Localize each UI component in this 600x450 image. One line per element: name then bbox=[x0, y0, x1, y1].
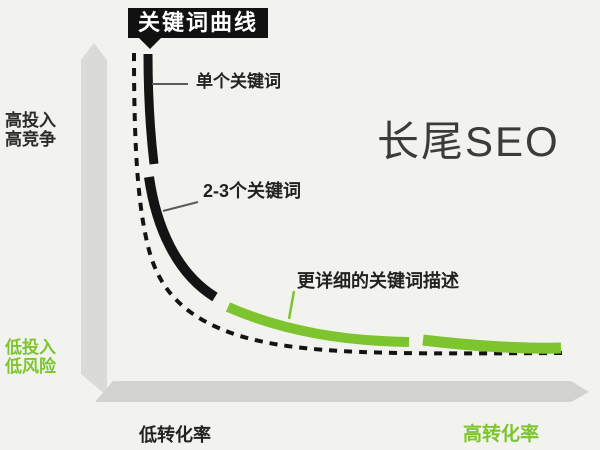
x-axis-label-high-conversion: 高转化率 bbox=[463, 424, 540, 445]
callout-two-three-keywords: 2-3个关键词 bbox=[203, 181, 302, 201]
callout-single-keyword: 单个关键词 bbox=[196, 72, 281, 91]
title-pointer-icon bbox=[138, 37, 162, 49]
leader-line-detailed bbox=[287, 290, 296, 320]
chart-title: 关键词曲线 bbox=[137, 10, 258, 35]
headline-long-tail-seo: 长尾SEO bbox=[377, 118, 560, 165]
y-axis-label-top-line2: 高竞争 bbox=[5, 130, 56, 149]
curve-segment-detailed-1 bbox=[225, 302, 410, 347]
x-axis-label-low-conversion: 低转化率 bbox=[139, 425, 211, 445]
y-axis-label-bottom-line2: 低风险 bbox=[5, 357, 56, 376]
callout-detailed-description: 更详细的关键词描述 bbox=[297, 271, 459, 291]
curve-segment-single-keyword bbox=[143, 53, 159, 165]
y-axis-label-top-line1: 高投入 bbox=[5, 111, 56, 130]
y-axis-label-bottom: 低投入 低风险 bbox=[5, 338, 56, 376]
y-axis-bar bbox=[81, 43, 107, 396]
curve-segment-detailed-2 bbox=[422, 334, 562, 354]
chart-title-box: 关键词曲线 bbox=[128, 8, 268, 38]
x-axis-bar bbox=[95, 381, 589, 402]
y-axis-label-top: 高投入 高竞争 bbox=[5, 111, 56, 149]
curve-segment-two-three-keywords bbox=[144, 176, 218, 302]
y-axis-label-bottom-line1: 低投入 bbox=[5, 338, 56, 357]
leader-line-two-three-keywords bbox=[162, 201, 199, 212]
dashed-curve bbox=[132, 52, 563, 356]
